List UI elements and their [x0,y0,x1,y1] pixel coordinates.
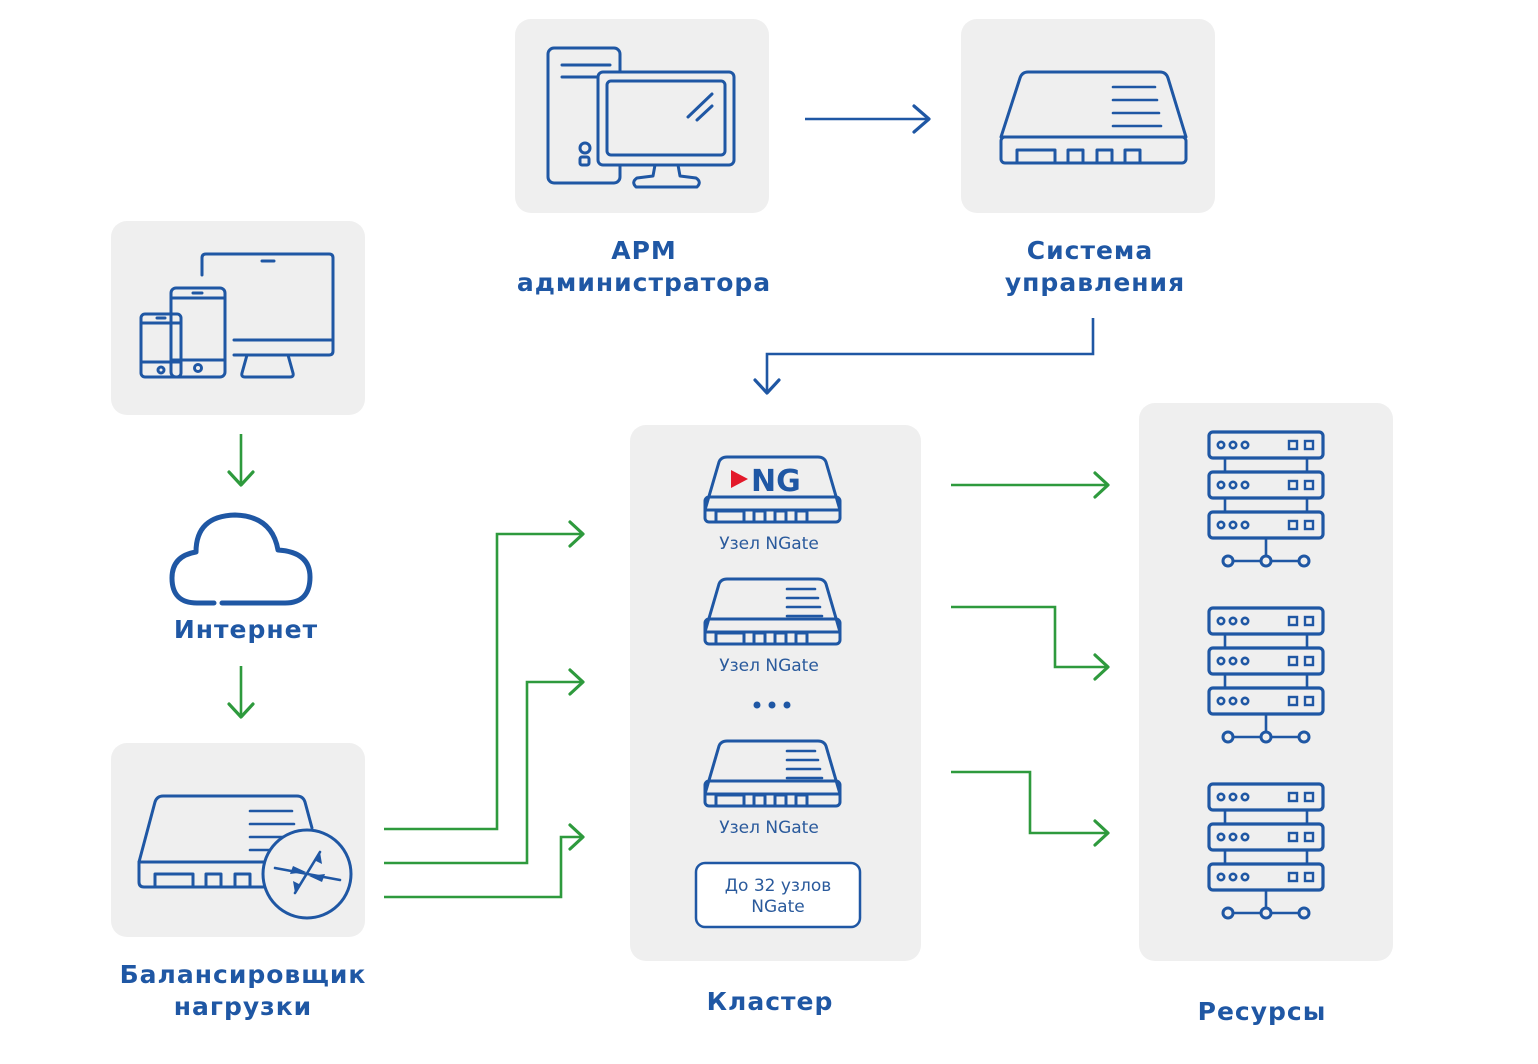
capacity-badge: До 32 узлов NGate [694,861,862,929]
ellipsis-icon [753,701,791,709]
appliance-icon [999,70,1188,165]
ngate-logo-triangle [731,470,748,488]
arrow-arm-to-management [805,104,931,134]
server-rack-icon [1207,782,1325,920]
cluster-panel [630,425,921,961]
ngate-logo-appliance-icon: NG [703,455,842,524]
cluster-node-label: Узел NGate [719,534,819,554]
balancer-label-line1: Балансировщик [120,960,367,989]
cluster-node-label: Узел NGate [719,818,819,838]
balancer-label-line2: нагрузки [174,992,312,1021]
arrow-cluster-to-resources-3 [951,770,1110,847]
clients-panel [111,221,365,415]
internet-label: Интернет [174,615,318,644]
resources-label: Ресурсы [1198,997,1327,1026]
arrow-internet-to-balancer [227,666,255,719]
server-rack-icon [1207,606,1325,744]
management-panel [961,19,1215,213]
capacity-line2: NGate [751,897,804,917]
load-balancer-icon [137,794,353,920]
arrow-balancer-to-cluster-1 [384,520,585,831]
workstation-icon [546,46,736,189]
cloud-icon [169,512,313,606]
arrow-clients-to-internet [227,434,255,487]
arm-label-line2: администратора [517,268,771,297]
devices-icon [139,252,335,379]
appliance-icon [703,577,842,646]
arrow-balancer-to-cluster-2 [384,668,585,865]
server-racks [1207,430,1325,920]
cluster-label: Кластер [707,987,834,1016]
arrow-management-to-cluster [753,318,1095,395]
management-label-line1: Система [1027,236,1153,265]
cluster-node-label: Узел NGate [719,656,819,676]
arrow-balancer-to-cluster-3 [384,823,585,899]
balancer-arrows-icon [273,850,342,895]
appliance-icon [703,739,842,808]
server-rack-icon [1207,430,1325,568]
management-label-line2: управления [1005,268,1185,297]
arm-label-line1: АРМ [611,236,677,265]
arrow-cluster-to-resources-2 [951,605,1110,681]
arrow-cluster-to-resources-1 [951,471,1110,499]
resources-panel [1139,403,1393,961]
ngate-logo-text: NG [751,464,801,499]
capacity-line1: До 32 узлов [725,876,832,896]
